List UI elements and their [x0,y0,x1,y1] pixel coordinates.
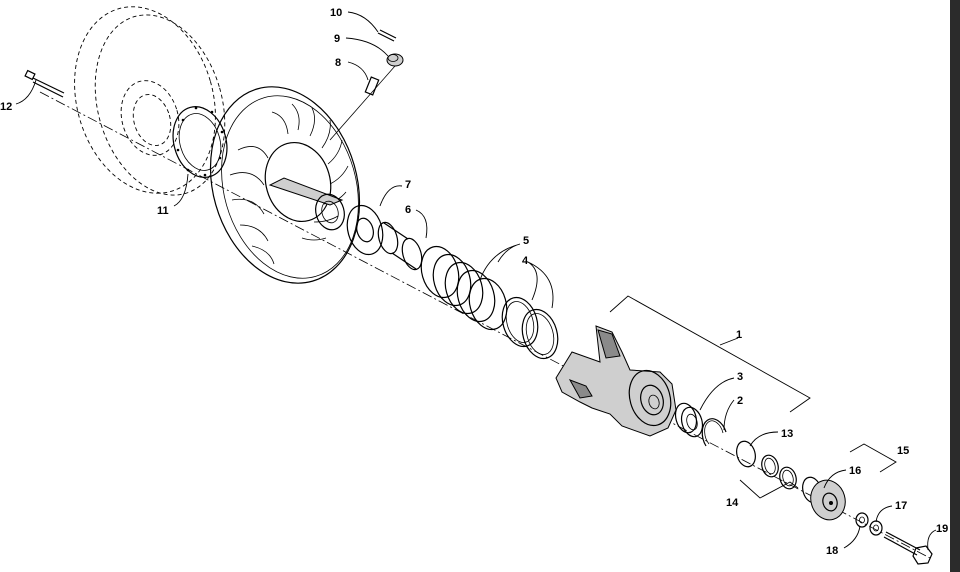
callout-10: 10 [330,7,342,19]
callout-17: 17 [895,500,907,512]
callout-11: 11 [157,205,169,217]
callout-4: 4 [522,255,529,267]
part-14-rings [761,454,797,490]
part-17-washer [869,520,883,536]
callout-12: 12 [0,101,12,113]
part-6-bushing [377,221,423,271]
part-7-washer [346,204,384,256]
callout-15: 15 [897,445,909,457]
part-2-snap-ring [701,418,727,447]
part-9-roller [386,53,404,67]
part-10-key [377,29,397,42]
part-1-cam-assembly [555,325,677,437]
part-3-bearing [674,402,704,438]
part-16-cap [802,476,846,521]
callout-2: 2 [737,395,743,407]
part-4-rings [501,296,559,360]
part-12-bolt [24,69,65,98]
callout-1: 1 [736,329,742,341]
part-5-spring [420,245,508,331]
right-edge-strip [950,0,960,572]
callout-3: 3 [737,371,743,383]
callout-6: 6 [405,204,411,216]
callout-19: 19 [936,523,948,535]
callout-7: 7 [405,179,411,191]
callout-16: 16 [849,465,861,477]
fixed-sheave [74,6,226,196]
callout-8: 8 [335,57,341,69]
callout-18: 18 [826,545,838,557]
part-11-gasket [172,106,228,178]
callout-13: 13 [781,428,793,440]
callout-9: 9 [334,33,340,45]
part-13-washer [736,440,756,468]
moveable-sheave [209,86,361,284]
callout-14: 14 [726,497,739,509]
assembly-axis [39,91,931,559]
part-18-washer [855,512,869,528]
part-19-bolt [883,531,933,565]
callout-5: 5 [523,235,529,247]
